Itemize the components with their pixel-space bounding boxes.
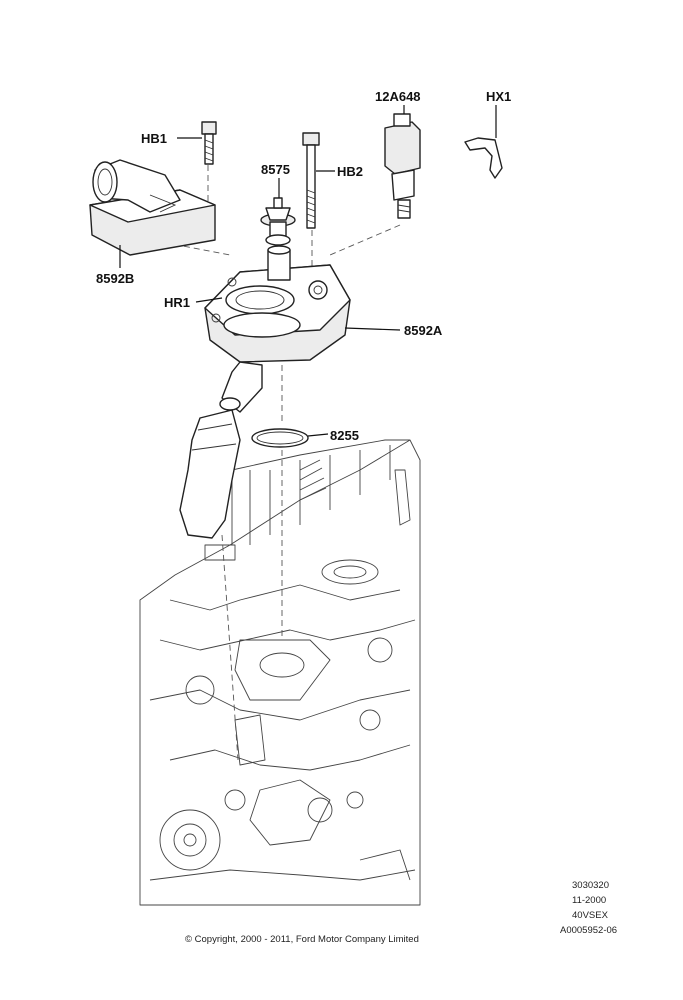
meta-line-4: A0005952-06 <box>560 925 617 936</box>
label-hb1: HB1 <box>141 131 167 146</box>
label-8255: 8255 <box>330 428 359 443</box>
label-8592a: 8592A <box>404 323 443 338</box>
label-hb2: HB2 <box>337 164 363 179</box>
copyright-notice: © Copyright, 2000 - 2011, Ford Motor Com… <box>185 934 419 945</box>
label-8575: 8575 <box>261 162 290 177</box>
meta-line-3: 40VSEX <box>572 910 609 921</box>
temperature-sensor-12a648[interactable] <box>384 113 421 219</box>
coolant-hose <box>179 409 241 539</box>
outlet-housing-8592b[interactable] <box>89 159 216 256</box>
thermostat-8575[interactable] <box>260 197 296 246</box>
bolt-hb1[interactable] <box>201 121 217 165</box>
label-hx1: HX1 <box>486 89 511 104</box>
leader-lines <box>119 105 497 437</box>
label-hr1: HR1 <box>164 295 190 310</box>
label-12a648: 12A648 <box>375 89 421 104</box>
thermostat-housing-8592a[interactable] <box>204 245 351 413</box>
clip-hx1[interactable] <box>464 137 503 179</box>
engine-block <box>139 439 421 906</box>
o-ring-8255[interactable] <box>251 428 309 448</box>
meta-line-2: 11-2000 <box>572 895 606 906</box>
label-8592b: 8592B <box>96 271 134 286</box>
bolt-hb2[interactable] <box>302 132 320 229</box>
meta-line-1: 3030320 <box>572 880 609 891</box>
